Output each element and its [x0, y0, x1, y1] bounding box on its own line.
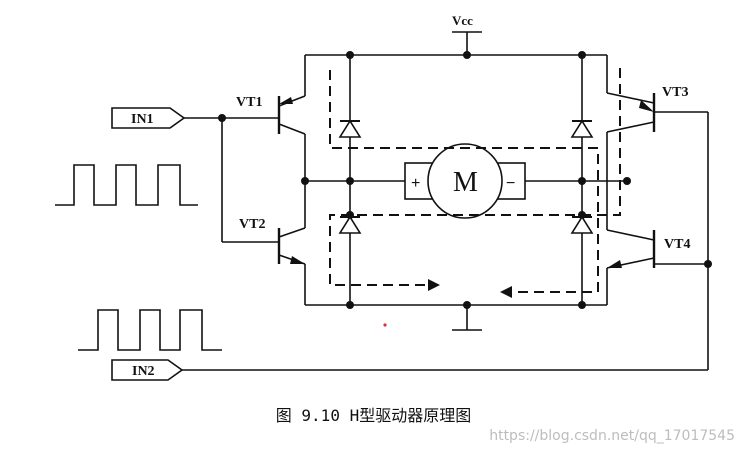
junction-dot — [578, 51, 586, 59]
vt4-emitter-arrow — [607, 260, 622, 268]
in1-pulse-waveform — [55, 164, 198, 206]
junction-dot — [623, 177, 631, 185]
junction-dot — [301, 177, 309, 185]
vt3-label: VT3 — [662, 85, 688, 100]
in2-label: IN2 — [132, 364, 155, 379]
watermark: https://blog.csdn.net/qq_17017545 — [489, 428, 735, 444]
vt4-label: VT4 — [664, 237, 690, 252]
current-arrow-left — [500, 286, 512, 298]
in1-label: IN1 — [131, 112, 154, 127]
motor-label: M — [453, 167, 478, 198]
red-speck — [383, 323, 387, 327]
junction-dot — [346, 301, 354, 309]
vt3-emitter — [606, 121, 655, 133]
current-path-2 — [329, 68, 621, 286]
junction-dot — [704, 260, 712, 268]
vt2-emitter-arrow — [290, 256, 305, 264]
diode-right-lower — [570, 215, 594, 234]
in1-box — [111, 107, 186, 129]
figure-caption: 图 9.10 H型驱动器原理图 — [275, 406, 472, 425]
motor-minus-label: − — [506, 175, 515, 192]
junction-dot — [578, 301, 586, 309]
vt1-label: VT1 — [236, 95, 262, 110]
vt1-emitter — [278, 123, 306, 135]
current-arrow-right — [428, 279, 440, 291]
diode-left-upper — [338, 119, 362, 138]
junction-dot — [463, 301, 471, 309]
vt3-collector — [606, 92, 655, 104]
vt2-collector — [278, 227, 306, 238]
diode-left-lower — [338, 215, 362, 234]
vt3-emitter-arrow — [639, 100, 654, 112]
current-path-1 — [329, 70, 599, 293]
in2-box — [111, 359, 184, 381]
junction-dot — [346, 177, 354, 185]
diode-right-upper — [570, 119, 594, 138]
vcc-label: Vcc — [452, 13, 473, 28]
vt4-collector — [606, 229, 655, 241]
motor-circle — [427, 143, 503, 219]
junction-dot — [346, 51, 354, 59]
junction-dot — [463, 51, 471, 59]
in2-pulse-waveform — [78, 309, 222, 351]
vt1-emitter-arrow — [279, 97, 293, 104]
junction-dot — [218, 114, 226, 122]
vt2-label: VT2 — [239, 217, 265, 232]
motor-plus-label: + — [411, 175, 420, 192]
junction-dot — [578, 177, 586, 185]
